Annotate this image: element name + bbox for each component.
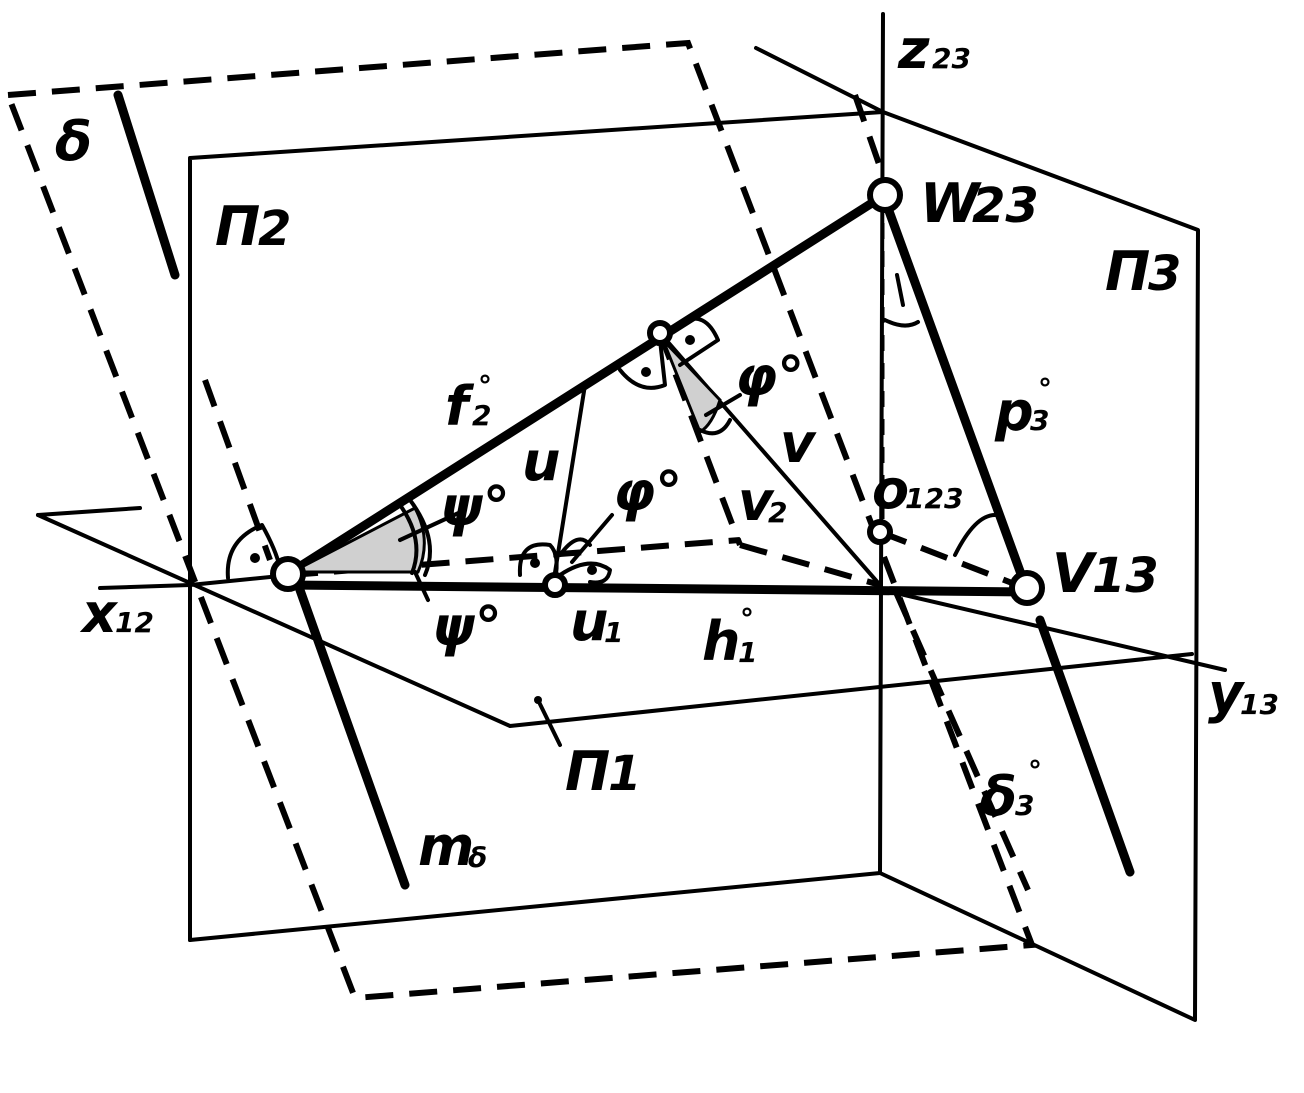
- projection-o123-to-v13: [878, 529, 1027, 591]
- right-angle-mark-x12: [225, 523, 282, 580]
- point-o123: [867, 519, 893, 545]
- label-x12: x: [79, 582, 119, 645]
- right-angle-mark-top-left: [618, 338, 667, 390]
- label-u1: u: [570, 590, 608, 653]
- p3-angle-mark: [895, 273, 905, 307]
- label-y13-sub: 13: [1240, 688, 1279, 721]
- plane-delta-right-dash: [852, 94, 891, 191]
- label-pi3-sub: 3: [1148, 246, 1181, 302]
- label-p3: p: [994, 380, 1034, 443]
- point-u1: [542, 572, 568, 598]
- trace-delta3-dashed: [892, 588, 1031, 892]
- right-angle-dot-top-left: [641, 367, 651, 377]
- right-angle-mark-u1-right: [558, 561, 612, 585]
- label-p3-sup: °: [1038, 372, 1052, 405]
- label-f2-sub: 2: [472, 399, 491, 432]
- axis-z23: [878, 12, 885, 875]
- label-y13: y: [1208, 662, 1246, 725]
- axis-y13: [881, 588, 1227, 672]
- label-m-delta-sub: δ: [468, 841, 487, 874]
- point-top-foot: [647, 320, 673, 346]
- label-delta3-sup: °: [1028, 754, 1042, 787]
- projection-v2-to-o123: [739, 542, 881, 588]
- label-delta3: δ: [980, 765, 1017, 828]
- plane-delta-dashed: [5, 39, 1037, 1002]
- label-pi2: П: [215, 195, 260, 258]
- line-delta-trace: [113, 90, 180, 280]
- label-h1-sub: 1: [738, 636, 757, 669]
- label-v: v: [780, 412, 817, 475]
- point-w23: [867, 177, 903, 213]
- plane-pi2-outline: [188, 110, 885, 592]
- point-f2-h1-origin: [270, 556, 306, 592]
- plane-pi3-outline: [754, 46, 1200, 1022]
- label-v2: v: [738, 470, 775, 533]
- plane-delta-inner-dash: [202, 378, 273, 562]
- angle-psi-arc-1: [398, 503, 419, 575]
- label-v13: V: [1052, 542, 1098, 605]
- label-m-delta: m: [418, 815, 474, 878]
- label-v2-sub: 2: [768, 496, 787, 529]
- angle-p3-arc: [883, 318, 920, 328]
- angle-psi-arc-2: [408, 498, 432, 577]
- plane-pi1-outline: [36, 506, 142, 517]
- label-pi1-sub: 1: [608, 746, 641, 802]
- label-pi3: П: [1105, 240, 1150, 303]
- right-angle-dot-u1-left: [530, 558, 540, 568]
- label-f2: f: [445, 375, 475, 438]
- line-p3: [880, 195, 1030, 590]
- label-h1-sup: °: [740, 602, 754, 635]
- label-psi-bottom: ψ°: [432, 595, 502, 658]
- pi1-dot: [534, 696, 542, 704]
- leader-phi-mid: [570, 513, 614, 564]
- line-delta3: [1035, 615, 1135, 877]
- leader-psi-top: [398, 508, 467, 542]
- angle-phi-arc: [698, 418, 732, 436]
- line-m-delta: [295, 585, 410, 890]
- label-h1: h: [702, 610, 740, 673]
- line-dashed-psi: [289, 537, 741, 578]
- label-z23-sub: 23: [932, 42, 971, 75]
- leader-psi-bottom: [413, 570, 430, 602]
- label-u: u: [522, 430, 560, 493]
- leader-pi1: [536, 698, 562, 747]
- label-p3-sub: 3: [1030, 404, 1049, 437]
- label-v13-sub: 13: [1092, 548, 1159, 604]
- label-o123-sub: 123: [905, 482, 963, 515]
- label-phi-top: φ°: [735, 345, 804, 408]
- label-w23: W: [920, 172, 982, 235]
- label-pi1: П: [565, 740, 610, 803]
- right-angle-mark-u1: [517, 542, 559, 582]
- leader-phi-top: [704, 393, 742, 417]
- right-angle-dot-top-right: [685, 335, 695, 345]
- point-v13: [1009, 570, 1045, 606]
- label-o123: o: [872, 458, 909, 521]
- plane-pi2-bottom-edge: [188, 871, 882, 942]
- label-delta: δ: [55, 110, 92, 173]
- right-angle-mark-top-right: [678, 316, 720, 367]
- right-angle-dot-u1-right: [587, 565, 597, 575]
- right-angle-dot-x12: [250, 553, 260, 563]
- label-w23-sub: 23: [972, 178, 1039, 234]
- line-u: [551, 383, 587, 587]
- label-delta3-sub: 3: [1015, 789, 1034, 822]
- label-psi-top: ψ°: [440, 475, 510, 538]
- line-h1: [283, 580, 1033, 597]
- label-x12-sub: 12: [115, 606, 154, 639]
- label-pi2-sub: 2: [258, 201, 291, 257]
- label-z23: z: [897, 18, 930, 81]
- label-u1-sub: 1: [604, 616, 623, 649]
- label-f2-sup: °: [478, 369, 492, 402]
- label-phi-mid: φ°: [613, 460, 682, 523]
- angle-o123-arc: [953, 513, 997, 557]
- projection-v2-dashed: [657, 331, 743, 547]
- axis-x12: [98, 583, 192, 590]
